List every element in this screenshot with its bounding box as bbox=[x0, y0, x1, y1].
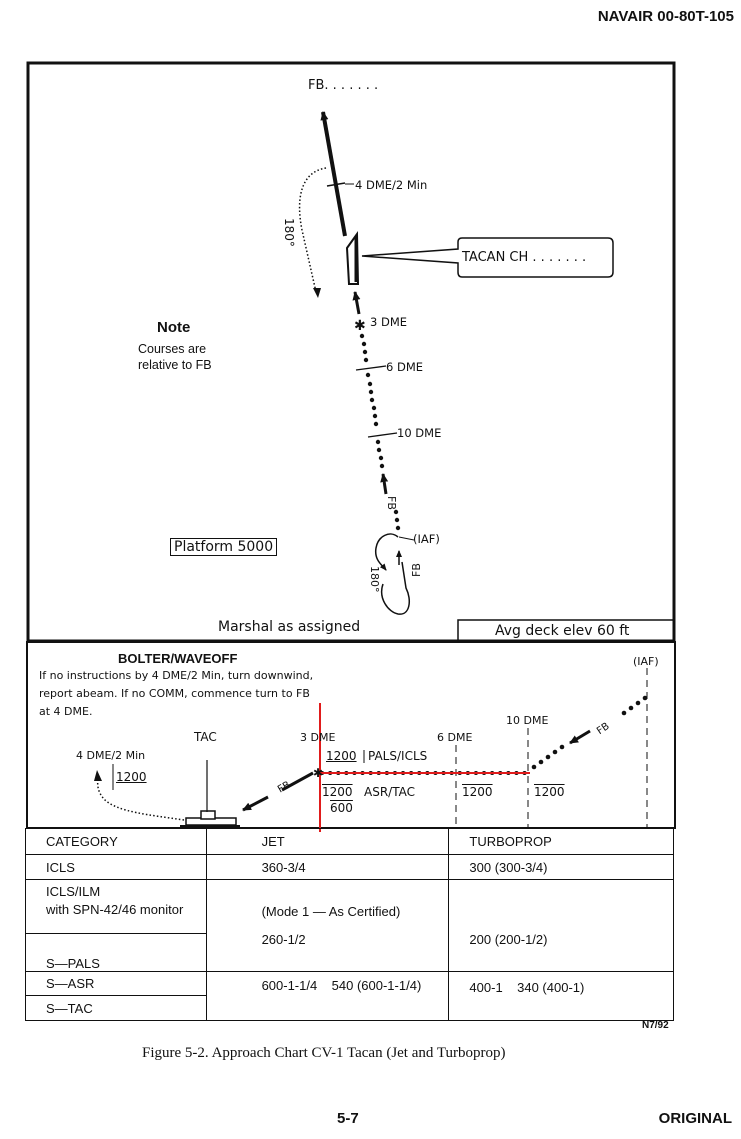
asr-tac-jet: 600-1-1/4 540 (600-1-1/4) bbox=[205, 971, 450, 1021]
table-row: ICLS/ILM with SPN-42/46 monitor S—PALS (… bbox=[25, 879, 674, 972]
dme4-tick bbox=[326, 182, 346, 187]
turn-180-dotted bbox=[298, 167, 327, 293]
platform-box: Platform 5000 bbox=[170, 538, 278, 556]
asr-category: S—ASR bbox=[25, 971, 207, 996]
dme4-label: 4 DME/2 Min bbox=[355, 178, 428, 192]
iaf-plan-label: (IAF) bbox=[413, 532, 440, 546]
page-number: 5-7 bbox=[337, 1110, 359, 1127]
iaf-profile-label: (IAF) bbox=[633, 655, 659, 668]
dme6-tick bbox=[355, 365, 387, 371]
svg-text:✱: ✱ bbox=[313, 766, 323, 780]
header-turboprop: TURBOPROP bbox=[448, 828, 674, 855]
tac-label: TAC bbox=[194, 730, 217, 744]
dme10-label: 10 DME bbox=[397, 426, 442, 440]
fb-hold-label: FB bbox=[410, 563, 423, 577]
table-row: S—TAC bbox=[25, 995, 674, 1021]
alt-1200-6dme: 1200 bbox=[462, 785, 493, 799]
svg-text:✱: ✱ bbox=[354, 318, 366, 334]
note-title: Note bbox=[157, 319, 191, 336]
deck-elev-label: Avg deck elev 60 ft bbox=[495, 623, 630, 639]
status-label: ORIGINAL bbox=[658, 1110, 732, 1127]
minimums-table: CATEGORY JET TURBOPROP ICLS 360-3/4 300 … bbox=[25, 828, 674, 1021]
icls-ilm-category-line2: with SPN-42/46 monitor bbox=[46, 902, 184, 917]
turn-180-bottom-label: 180° bbox=[368, 566, 381, 593]
bolter-line-3: at 4 DME. bbox=[39, 705, 93, 718]
bolter-line-2: report abeam. If no COMM, commence turn … bbox=[39, 687, 310, 700]
dme10-tick bbox=[367, 432, 398, 438]
alt-1200-left: 1200 bbox=[116, 770, 147, 784]
dme3-profile-label: 3 DME bbox=[300, 731, 336, 744]
dme10-profile-label: 10 DME bbox=[506, 714, 549, 727]
missed-approach-path bbox=[96, 777, 185, 821]
plan-view-frame bbox=[26, 61, 676, 643]
fb-outbound-line bbox=[320, 111, 347, 237]
tac-category: S—TAC bbox=[25, 995, 207, 1021]
dme6-profile-label: 6 DME bbox=[437, 731, 473, 744]
tacan-channel-label: TACAN CH . . . . . . . bbox=[462, 250, 587, 265]
fb-course-label: FB bbox=[385, 496, 398, 510]
pals-jet: 260-1/2 bbox=[261, 931, 306, 947]
asr-tac-turboprop: 400-1 340 (400-1) bbox=[448, 971, 674, 1021]
asr-tac-label: ASR/TAC bbox=[364, 785, 415, 799]
alt-600: 600 bbox=[330, 801, 353, 815]
holding-pattern bbox=[374, 533, 399, 571]
note-line-1: Courses are bbox=[138, 342, 207, 356]
revision-code: N7/92 bbox=[642, 1020, 669, 1031]
pals-turboprop: 200 (200-1/2) bbox=[448, 879, 674, 972]
dme4-min-label: 4 DME/2 Min bbox=[76, 749, 146, 762]
table-row: ICLS 360-3/4 300 (300-3/4) bbox=[25, 854, 674, 880]
table-header-row: CATEGORY JET TURBOPROP bbox=[25, 828, 674, 855]
note-line-2: relative to FB bbox=[138, 358, 212, 372]
icls-ilm-category-line1: ICLS/ILM bbox=[46, 884, 101, 899]
header-category: CATEGORY bbox=[25, 828, 207, 855]
descent-line bbox=[281, 771, 314, 792]
icls-ilm-jet: (Mode 1 — As Certified) bbox=[261, 903, 401, 919]
pals-category: S—PALS bbox=[46, 956, 100, 971]
turn-180-left-label: 180° bbox=[282, 218, 296, 247]
pals-icls-label: PALS/ICLS bbox=[368, 749, 428, 763]
header-jet: JET bbox=[205, 828, 450, 855]
deck-elev-box bbox=[457, 619, 675, 642]
icls-jet: 360-3/4 bbox=[205, 854, 450, 880]
tacan-callout bbox=[361, 237, 614, 278]
alt-1200-pals: 1200 bbox=[326, 749, 357, 763]
table-row: S—ASR 600-1-1/4 540 (600-1-1/4) 400-1 34… bbox=[25, 971, 674, 1021]
alt-1200-asr: 1200 bbox=[322, 785, 353, 799]
dme3-label: 3 DME bbox=[370, 315, 408, 329]
figure-caption: Figure 5-2. Approach Chart CV-1 Tacan (J… bbox=[142, 1045, 506, 1061]
fb-top-label: FB. . . . . . . bbox=[308, 78, 379, 93]
bolter-title: BOLTER/WAVEOFF bbox=[118, 651, 238, 666]
approach-course-dots bbox=[359, 333, 401, 531]
bolter-line-1: If no instructions by 4 DME/2 Min, turn … bbox=[39, 669, 314, 682]
icls-turboprop: 300 (300-3/4) bbox=[448, 854, 674, 880]
dme6-label: 6 DME bbox=[386, 360, 424, 374]
document-id: NAVAIR 00-80T-105 bbox=[597, 8, 734, 25]
icls-category: ICLS bbox=[25, 854, 207, 880]
marshal-label: Marshal as assigned bbox=[218, 619, 361, 635]
alt-1200-10dme: 1200 bbox=[534, 785, 565, 799]
